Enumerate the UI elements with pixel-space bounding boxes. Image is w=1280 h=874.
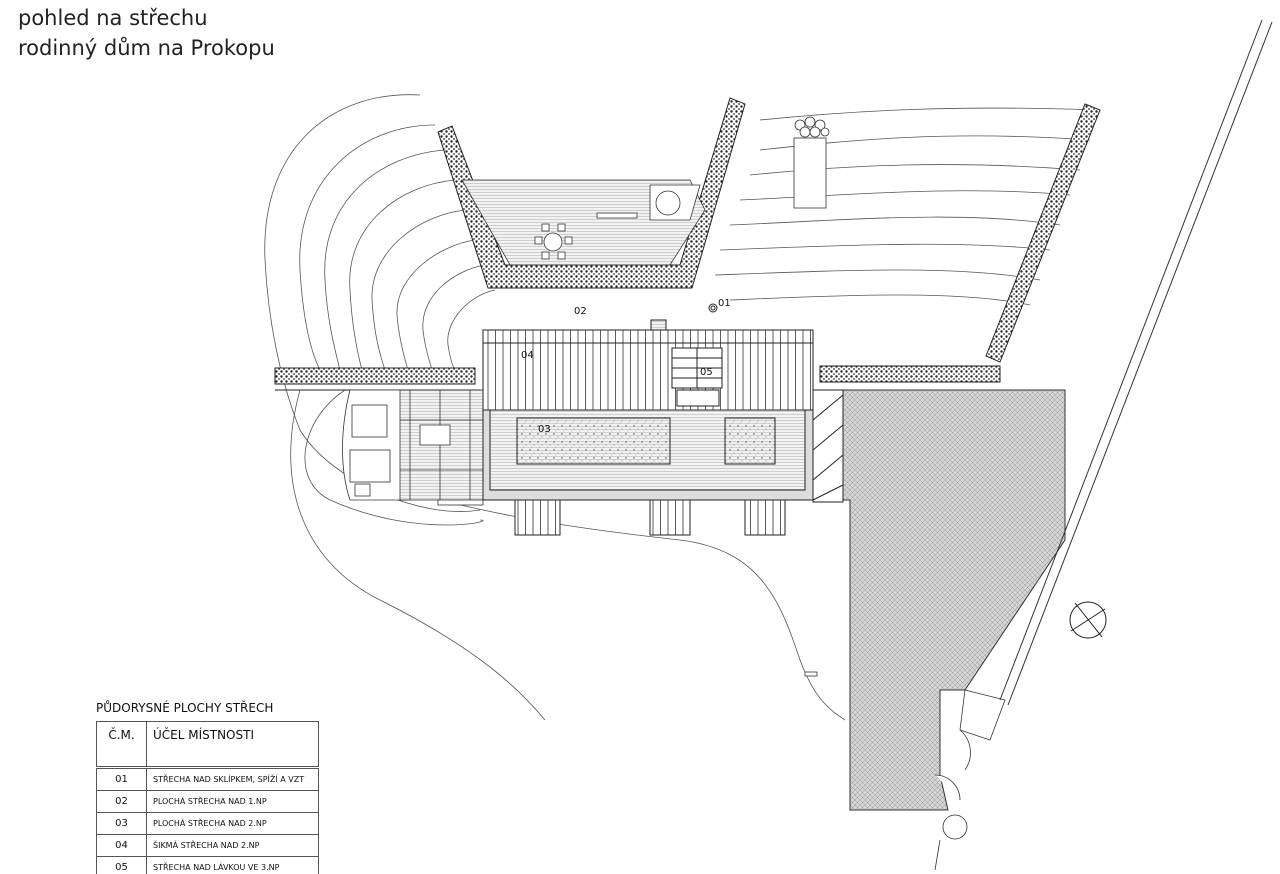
row-purpose: STŘECHA NAD SKLÍPKEM, SPÍŽÍ A VZT <box>146 767 319 791</box>
north-arrow-icon <box>1069 601 1107 639</box>
row-purpose: PLOCHÁ STŘECHA NAD 2.NP <box>146 812 319 835</box>
property-line <box>999 19 1273 706</box>
row-num: 02 <box>96 790 147 813</box>
legend-title: PŮDORYSNÉ PLOCHY STŘECH <box>96 701 274 715</box>
header-num: Č.M. <box>96 721 147 769</box>
row-num: 05 <box>96 856 147 874</box>
label-01: 01 <box>718 298 731 309</box>
entrance-gates <box>804 671 1006 871</box>
row-purpose: ŠIKMÁ STŘECHA NAD 2.NP <box>146 834 319 857</box>
west-terrace <box>342 389 484 506</box>
header-purpose: ÚČEL MÍSTNOSTI <box>146 721 319 769</box>
row-purpose: STŘECHA NAD LÁVKOU VE 3.NP <box>146 856 319 874</box>
label-05: 05 <box>700 367 713 378</box>
label-04: 04 <box>521 350 534 361</box>
terrain-contours <box>264 94 1096 721</box>
house-roof <box>482 303 844 536</box>
retaining-walls <box>274 97 1101 391</box>
row-num: 03 <box>96 812 147 835</box>
row-num: 01 <box>96 767 147 791</box>
label-02: 02 <box>574 306 587 317</box>
drawing-subtitle: rodinný dům na Prokopu <box>18 36 275 60</box>
row-num: 04 <box>96 834 147 857</box>
drawing-title: pohled na střechu <box>18 6 208 30</box>
row-purpose: PLOCHÁ STŘECHA NAD 1.NP <box>146 790 319 813</box>
paved-driveway <box>841 389 1066 811</box>
upper-terrace <box>461 116 830 266</box>
label-03: 03 <box>538 424 551 435</box>
legend-header-row: Č.M. ÚČEL MÍSTNOSTI <box>96 721 319 769</box>
